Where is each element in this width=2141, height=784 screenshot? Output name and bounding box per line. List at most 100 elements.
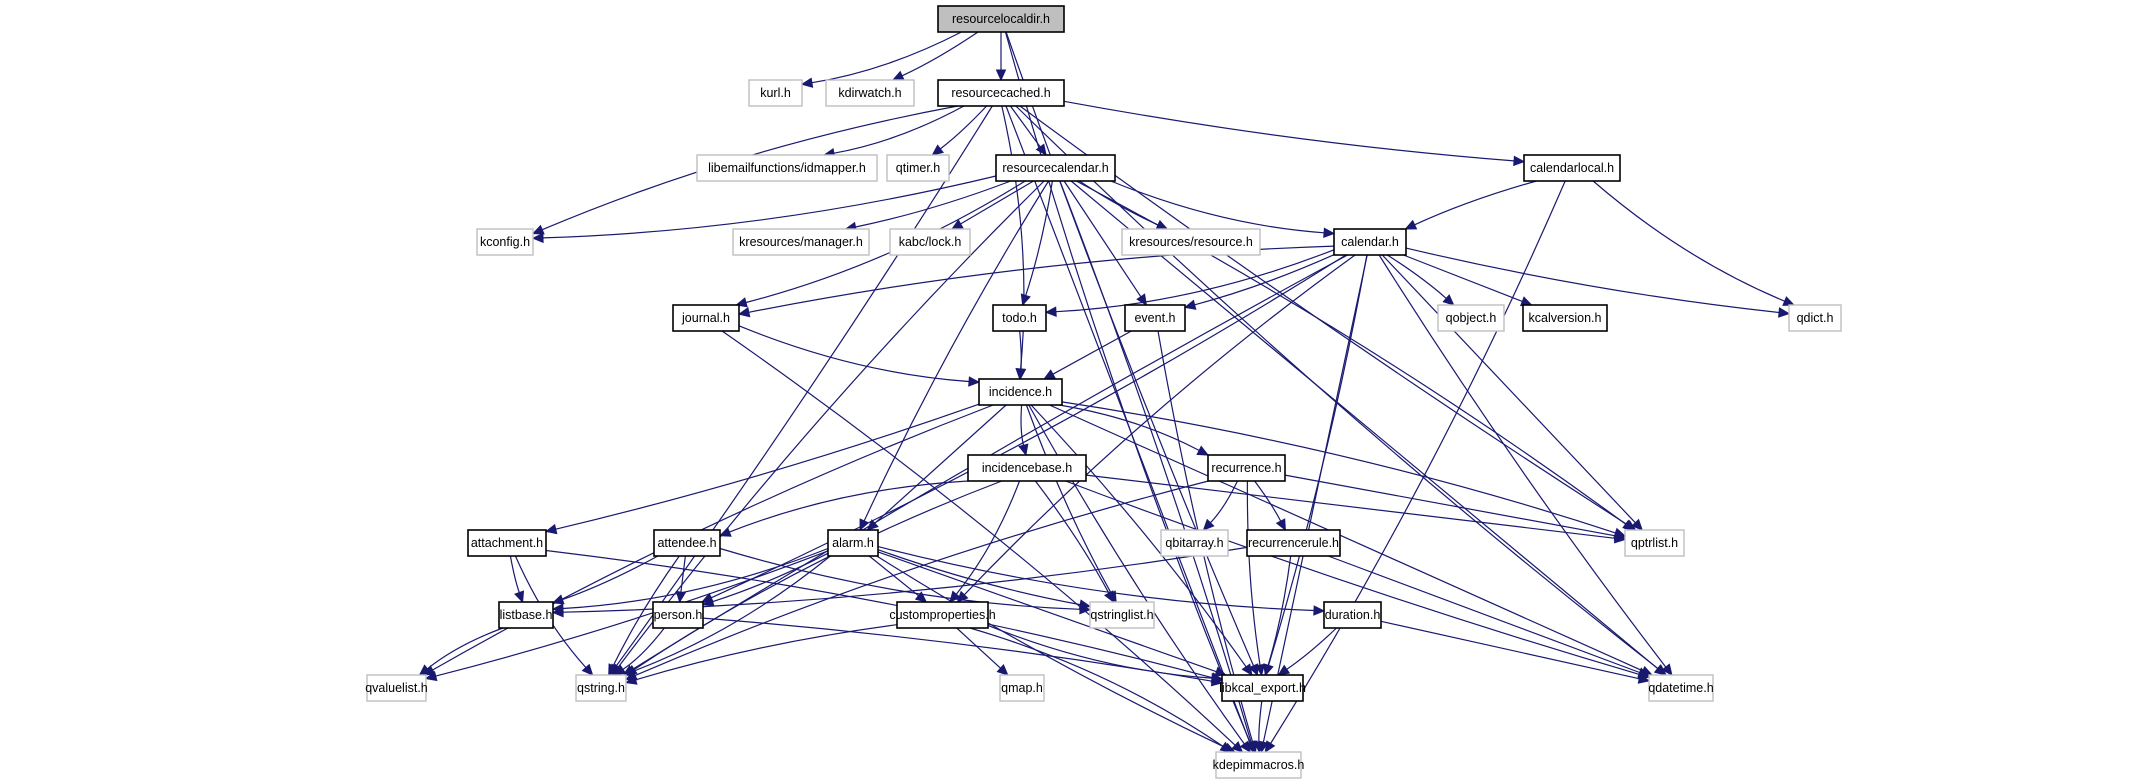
- nodes-layer: resourcelocaldir.h kurl.h kdirwatch.h resou…: [365, 5, 1842, 779]
- node-resourcelocaldir[interactable]: resourcelocaldir.h: [937, 5, 1065, 33]
- node-label: listbase.h: [500, 608, 553, 622]
- edge-duration-to-libkcal_export: [1277, 627, 1337, 676]
- node-kdirwatch: kdirwatch.h: [825, 79, 915, 107]
- edge-resourcelocaldir-to-kurl: [800, 31, 962, 88]
- arrowhead-icon: [1239, 740, 1251, 753]
- edge-line: [680, 555, 686, 593]
- node-qdatetime: qdatetime.h: [1648, 674, 1714, 702]
- edge-line: [1254, 480, 1282, 522]
- node-label: resourcecached.h: [951, 86, 1050, 100]
- arrowhead-icon: [800, 77, 814, 88]
- node-label: qtimer.h: [896, 161, 941, 175]
- node-box: [653, 529, 721, 557]
- edge-line: [1270, 180, 1566, 744]
- node-person[interactable]: person.h: [652, 601, 704, 629]
- arrowhead-icon: [1231, 740, 1244, 753]
- node-label: attachment.h: [471, 536, 543, 550]
- arrowhead-icon: [608, 663, 619, 677]
- node-label: kabc/lock.h: [899, 235, 962, 249]
- node-recurrence[interactable]: recurrence.h: [1207, 454, 1286, 482]
- edge-line: [1025, 180, 1053, 296]
- arrowhead-icon: [1018, 443, 1029, 457]
- arrowhead-icon: [1277, 664, 1291, 676]
- edge-customproperties-to-libkcal_export: [987, 624, 1224, 684]
- node-resourcecalendar[interactable]: resourcecalendar.h: [995, 154, 1116, 182]
- edge-line: [738, 325, 970, 383]
- arrowhead-icon: [1103, 590, 1115, 604]
- edge-attendee-to-qstring: [608, 555, 680, 677]
- edge-line: [874, 404, 1007, 524]
- edge-alarm-to-person: [701, 552, 829, 607]
- edge-line: [1258, 700, 1263, 743]
- edge-resourcecalendar-to-krmanager: [844, 180, 1012, 233]
- edge-line: [1076, 180, 1627, 525]
- node-box: [696, 154, 878, 182]
- edge-line: [1267, 555, 1292, 666]
- node-journal[interactable]: journal.h: [672, 304, 740, 332]
- arrowhead-icon: [1637, 673, 1651, 684]
- node-label: qdict.h: [1797, 311, 1834, 325]
- node-libkcal_export[interactable]: libkcal_export.h: [1219, 674, 1306, 702]
- node-incidence[interactable]: incidence.h: [978, 378, 1063, 406]
- arrowhead-icon: [1782, 296, 1796, 306]
- node-todo[interactable]: todo.h: [992, 304, 1047, 332]
- edge-line: [562, 547, 829, 610]
- edge-line: [509, 555, 520, 593]
- edge-alarm-to-libkcal_export: [877, 551, 1227, 677]
- edge-line: [1327, 555, 1640, 674]
- arrowhead-icon: [1183, 299, 1197, 310]
- arrowhead-icon: [531, 232, 544, 244]
- node-box: [999, 674, 1045, 702]
- node-label: kresources/resource.h: [1129, 235, 1253, 249]
- node-attendee[interactable]: attendee.h: [653, 529, 721, 557]
- node-customproperties[interactable]: customproperties.h: [889, 601, 996, 629]
- node-label: qobject.h: [1446, 311, 1497, 325]
- edge-customproperties-to-qstring: [624, 624, 898, 685]
- node-recurrencerule[interactable]: recurrencerule.h: [1246, 529, 1341, 557]
- node-calendarlocal[interactable]: calendarlocal.h: [1523, 154, 1621, 182]
- edge-line: [1059, 404, 1200, 451]
- node-attachment[interactable]: attachment.h: [467, 529, 547, 557]
- arrowhead-icon: [866, 519, 879, 531]
- node-alarm[interactable]: alarm.h: [827, 529, 879, 557]
- node-resourcecached[interactable]: resourcecached.h: [937, 79, 1065, 107]
- arrowhead-icon: [1196, 445, 1210, 456]
- edge-line: [745, 180, 1026, 304]
- edge-line: [1063, 100, 1515, 162]
- edge-line: [633, 480, 1003, 670]
- arrowhead-icon: [1253, 741, 1265, 754]
- node-incidencebase[interactable]: incidencebase.h: [967, 454, 1087, 482]
- edge-line: [876, 555, 1226, 749]
- node-kdepimmacros: kdepimmacros.h: [1213, 751, 1304, 779]
- node-box: [1333, 228, 1407, 256]
- node-duration[interactable]: duration.h: [1323, 601, 1382, 629]
- node-kcalversion[interactable]: kcalversion.h: [1522, 304, 1608, 332]
- node-event[interactable]: event.h: [1124, 304, 1186, 332]
- edge-incidence-to-incidencebase: [1018, 404, 1029, 457]
- edge-incidence-to-alarm: [866, 404, 1007, 531]
- edge-line: [877, 551, 1217, 673]
- edge-line: [877, 546, 1315, 612]
- edge-resourcecalendar-to-calendar: [1110, 180, 1336, 239]
- edge-line: [1015, 105, 1659, 670]
- edge-line: [555, 403, 980, 530]
- node-box: [732, 228, 870, 256]
- node-box: [467, 529, 547, 557]
- edge-line: [1019, 330, 1022, 370]
- node-label: event.h: [1134, 311, 1175, 325]
- edge-incidencebase-to-attendee: [718, 480, 969, 537]
- node-kconfig: kconfig.h: [476, 228, 534, 256]
- node-label: kurl.h: [760, 86, 791, 100]
- edge-recurrence-to-libkcal_export: [1246, 480, 1266, 677]
- edge-line: [1414, 180, 1537, 226]
- node-kabclock: kabc/lock.h: [889, 228, 971, 256]
- node-box: [896, 601, 989, 629]
- edge-line: [1020, 404, 1025, 446]
- node-label: qvaluelist.h: [365, 681, 428, 695]
- node-calendar[interactable]: calendar.h: [1333, 228, 1407, 256]
- edge-libkcal_export-to-kdepimmacros: [1253, 700, 1265, 754]
- arrowhead-icon: [1513, 155, 1526, 167]
- node-label: calendarlocal.h: [1530, 161, 1614, 175]
- edge-line: [1065, 480, 1640, 675]
- node-listbase[interactable]: listbase.h: [498, 601, 554, 629]
